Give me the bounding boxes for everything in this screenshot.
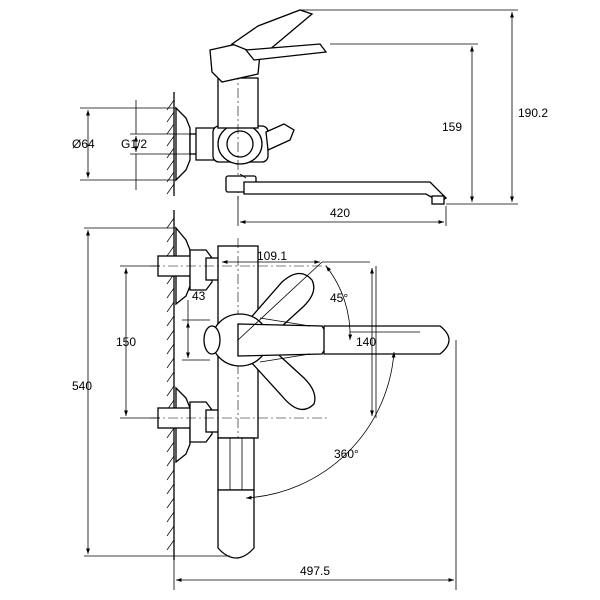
lever-blade-top — [244, 43, 328, 61]
label-spout-height: 159 — [442, 120, 462, 134]
arc-45 — [325, 265, 353, 341]
flange-top — [175, 106, 191, 182]
label-total-height: 540 — [72, 379, 92, 393]
spout-down-end — [217, 489, 255, 559]
label-overall-height: 190.2 — [518, 106, 548, 120]
label-thread: G1/2 — [121, 137, 147, 151]
spout-ghost-right — [323, 325, 450, 355]
wall-top — [166, 92, 175, 196]
label-swivel: 360° — [334, 447, 359, 461]
spout-down — [217, 437, 255, 491]
label-spout-reach: 420 — [330, 206, 350, 220]
spout-top — [243, 181, 448, 203]
label-flange-diameter: Ø64 — [72, 137, 95, 151]
label-handle-angle: 45° — [330, 291, 348, 305]
label-total-width: 497.5 — [300, 564, 330, 578]
side-view: Ø64 G1/2 159 190.2 420 — [72, 9, 548, 226]
handle-lever-front — [237, 323, 328, 357]
label-handle-offset: 109.1 — [257, 249, 287, 263]
arc-360 — [245, 351, 396, 500]
diverter-knob — [265, 123, 295, 151]
label-centers: 150 — [116, 335, 136, 349]
front-view: 109.1 45° 43 150 140 540 360° 497.5 — [72, 210, 457, 590]
label-handle-pos: 43 — [192, 289, 206, 303]
label-handle-length: 140 — [356, 335, 376, 349]
